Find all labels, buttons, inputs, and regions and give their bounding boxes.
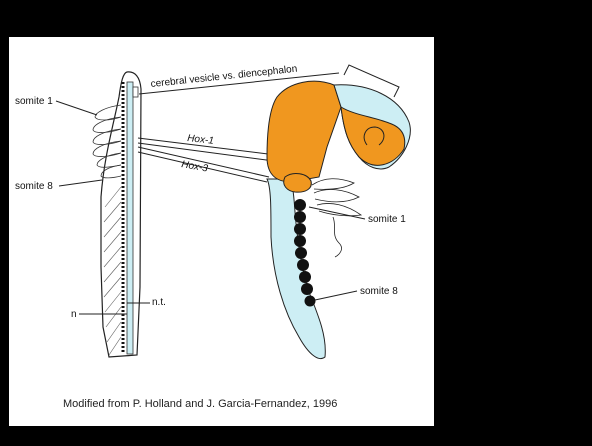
label-nt: n.t. bbox=[152, 297, 166, 308]
label-somite8-left: somite 8 bbox=[15, 181, 53, 192]
label-cerebral: cerebral vesicle vs. diencephalon bbox=[150, 64, 298, 90]
label-somite1-left: somite 1 bbox=[15, 96, 53, 107]
embryo-diagram: somite 1 somite 8 n n.t. cerebral vesicl… bbox=[9, 37, 434, 426]
label-somite1-right: somite 1 bbox=[368, 214, 406, 225]
label-hox3: Hox-3 bbox=[180, 159, 209, 175]
label-somite8-right: somite 8 bbox=[360, 286, 398, 297]
diagram-panel: somite 1 somite 8 n n.t. cerebral vesicl… bbox=[9, 37, 434, 426]
label-n: n bbox=[71, 309, 77, 320]
source-caption: Modified from P. Holland and J. Garcia-F… bbox=[63, 398, 337, 410]
